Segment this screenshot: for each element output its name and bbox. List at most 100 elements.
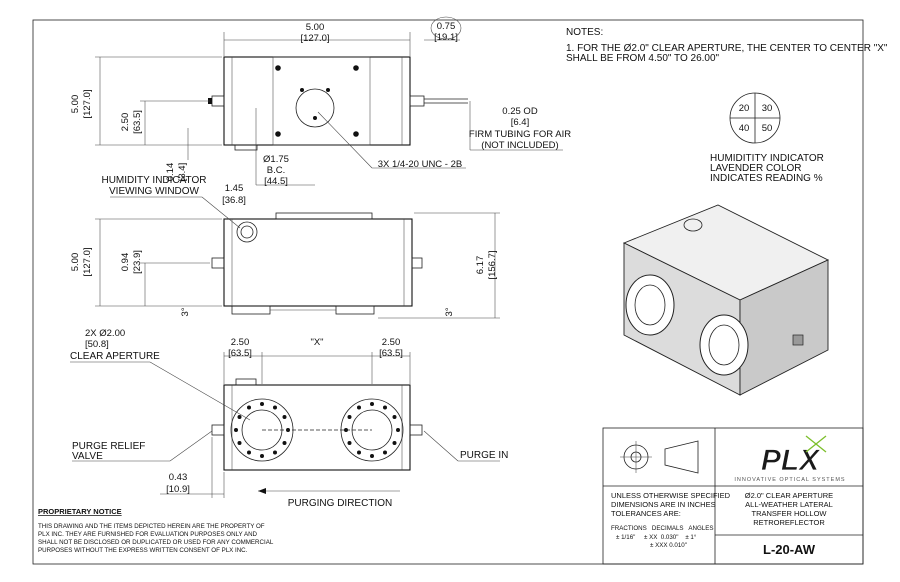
bolt-icon — [237, 415, 242, 419]
window-label-1: HUMIDITY INDICATOR — [101, 175, 206, 186]
port-mm: [19.1] — [434, 32, 458, 43]
overall-in: 6.17 — [475, 256, 486, 275]
humidity-40: 40 — [739, 123, 750, 134]
bolt-icon — [273, 405, 277, 410]
bolt-icon — [383, 450, 387, 455]
humidity-caption: LAVENDER COLOR — [710, 163, 802, 174]
edge-in: 0.43 — [169, 472, 188, 483]
relief-valve — [211, 424, 225, 436]
top-width-in: 5.00 — [306, 22, 325, 33]
port-in: 0.75 — [437, 21, 456, 32]
description-line: TRANSFER HOLLOW — [751, 509, 827, 518]
bolt-icon — [282, 415, 287, 419]
tubing-od: 0.25 OD — [502, 106, 538, 117]
bolt-icon — [357, 405, 361, 410]
humidity-caption: INDICATES READING % — [710, 173, 823, 184]
angle-right: 3° — [444, 307, 455, 316]
side-height-mm: [127.0] — [82, 247, 93, 276]
top-view: 5.00 [127.0] 0.75 [19.1] 5.00 [127.0] 2.… — [70, 16, 571, 187]
overall-mm: [156.7] — [487, 250, 498, 279]
edge-mm: [10.9] — [166, 484, 190, 495]
tolerance-headers: FRACTIONS DECIMALS ANGLES — [611, 525, 713, 532]
valve-fitting — [211, 95, 225, 107]
offset-mm: [36.8] — [222, 195, 246, 206]
bolt-icon — [347, 441, 352, 445]
angle-left: 3° — [180, 307, 191, 316]
side-view: HUMIDITY INDICATOR VIEWING WINDOW 1.45 [… — [70, 175, 500, 319]
bolt-icon — [273, 450, 277, 455]
bolt-icon — [383, 405, 387, 410]
tubing-note: (NOT INCLUDED) — [481, 140, 558, 151]
left-in: 2.50 — [231, 337, 250, 348]
x-label: "X" — [310, 337, 323, 348]
description-line: RETROREFLECTOR — [753, 518, 825, 527]
isometric-view — [622, 204, 830, 396]
proprietary-notice: PROPRIETARY NOTICE THIS DRAWING AND THE … — [38, 507, 274, 554]
plx-tagline: INNOVATIVE OPTICAL SYSTEMS — [734, 477, 845, 483]
humidity-50: 50 — [762, 123, 773, 134]
bolt-icon — [392, 441, 397, 445]
purge-fitting — [409, 95, 425, 107]
bolt-icon — [347, 415, 352, 419]
bolt-icon — [370, 454, 374, 458]
sheet-border — [32, 19, 864, 565]
humidity-window — [236, 221, 258, 243]
top-height-in: 5.00 — [70, 95, 81, 114]
proprietary-heading: PROPRIETARY NOTICE — [38, 507, 122, 516]
description-line: ALL-WEATHER LATERAL — [745, 500, 833, 509]
humidity-indicator: 20 30 40 50 HUMIDITITY INDICATOR LAVENDE… — [710, 92, 824, 184]
notes-line-2: SHALL BE FROM 4.50" TO 26.00" — [566, 53, 720, 64]
front-view-body — [223, 384, 411, 471]
proprietary-line: PURPOSES WITHOUT THE EXPRESS WRITTEN CON… — [38, 547, 248, 554]
humidity-caption: HUMIDITITY INDICATOR — [710, 153, 824, 164]
bolt-icon — [237, 441, 242, 445]
bc-in: Ø1.75 — [263, 154, 289, 165]
bolt-icon — [247, 405, 251, 410]
side-height-in: 5.00 — [70, 253, 81, 272]
side-view-body — [223, 218, 413, 307]
screw-icon — [353, 131, 359, 137]
purge-in-label: PURGE IN — [460, 450, 508, 461]
low-mm: [23.9] — [132, 250, 143, 274]
front-view: 2X Ø2.00 [50.8] CLEAR APERTURE 2.50 [63.… — [70, 328, 508, 509]
tolerance-line: UNLESS OTHERWISE SPECIFIED — [611, 491, 731, 500]
window-label-2: VIEWING WINDOW — [109, 186, 200, 197]
notes: NOTES: 1. FOR THE Ø2.0" CLEAR APERTURE, … — [566, 27, 888, 64]
tubing-mm: [6.4] — [511, 117, 530, 128]
top-height-mm: [127.0] — [82, 89, 93, 118]
tolerance-line: DIMENSIONS ARE IN INCHES — [611, 500, 716, 509]
proprietary-line: PLX INC. THEY ARE FURNISHED FOR EVALUATI… — [38, 531, 258, 538]
top-view-cover — [272, 56, 371, 146]
bolt-icon — [396, 428, 400, 432]
aperture-bolts — [344, 402, 400, 458]
left-mm: [63.5] — [228, 348, 252, 359]
purge-in-fitting — [409, 424, 423, 436]
tubing-desc: FIRM TUBING FOR AIR — [469, 129, 571, 140]
screw-icon — [275, 65, 281, 71]
bc-mm: [44.5] — [264, 176, 288, 187]
relief-label-1: PURGE RELIEF — [72, 441, 145, 452]
relief-label-2: VALVE — [72, 451, 103, 462]
bc-label: B.C. — [267, 165, 285, 176]
bolt-icon — [260, 454, 264, 458]
small-mm: [3.4] — [177, 163, 188, 182]
top-view-port — [295, 88, 335, 128]
proprietary-line: THIS DRAWING AND THE ITEMS DEPICTED HERE… — [38, 523, 265, 530]
inner-mm: [63.5] — [132, 110, 143, 134]
bolt-icon — [370, 402, 374, 406]
plx-logo: PLX — [761, 444, 821, 477]
notes-line-1: 1. FOR THE Ø2.0" CLEAR APERTURE, THE CEN… — [566, 43, 888, 54]
purging-direction: PURGING DIRECTION — [288, 498, 392, 509]
bolt-icon — [392, 415, 397, 419]
tolerance-row-1: ± 1/16" ± XX 0.030" ± 1° — [616, 534, 697, 541]
part-number: L-20-AW — [763, 542, 816, 557]
top-view-body — [223, 56, 411, 146]
right-in: 2.50 — [382, 337, 401, 348]
screws-label: 3X 1/4-20 UNC - 2B — [378, 159, 462, 170]
bolt-icon — [260, 402, 264, 406]
inner-in: 2.50 — [120, 113, 131, 132]
humidity-20: 20 — [739, 103, 750, 114]
aperture-mm: [50.8] — [85, 339, 109, 350]
